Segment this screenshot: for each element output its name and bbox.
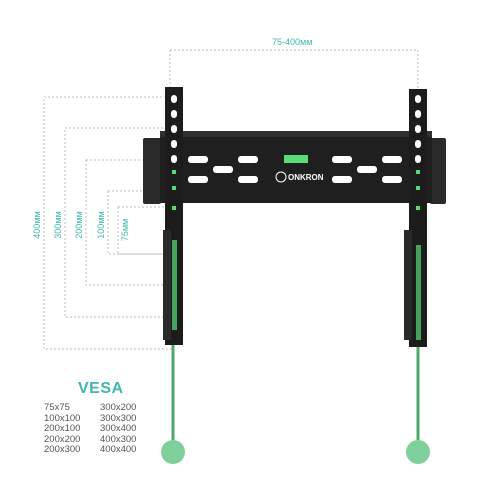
vesa-title: VESA xyxy=(78,380,124,397)
height-dimension-guides xyxy=(43,96,173,350)
width-range-label: 75-400мм xyxy=(272,37,312,47)
vesa-left-column: 75x75 100x100 200x100 200x200 200x300 xyxy=(44,402,81,456)
vesa-size: 75x75 xyxy=(44,402,70,413)
brand-logo-text: ONKRON xyxy=(288,173,324,182)
safety-cord-left xyxy=(161,330,185,464)
vesa-size: 300x200 xyxy=(100,402,137,413)
safety-cord-right xyxy=(406,340,430,464)
height-label-400: 400мм xyxy=(32,211,42,238)
height-label-300: 300мм xyxy=(53,211,63,238)
height-label-100: 100мм xyxy=(96,211,106,238)
spirit-level xyxy=(284,155,308,163)
vesa-right-column: 300x200 300x300 300x400 400x300 400x400 xyxy=(100,402,137,456)
wall-plate: ONKRON xyxy=(143,131,446,204)
vesa-size: 400x300 xyxy=(100,433,137,445)
left-bracket-arm xyxy=(163,87,183,345)
right-bracket-arm xyxy=(404,89,427,347)
height-label-75: 75мм xyxy=(120,219,130,241)
vesa-size: 100x100 xyxy=(44,412,81,424)
vesa-size: 400x400 xyxy=(100,444,137,455)
vesa-size: 300x400 xyxy=(100,423,137,434)
onkron-logo-icon xyxy=(275,171,287,183)
height-label-200: 200мм xyxy=(74,211,84,238)
vesa-size: 200x300 xyxy=(44,444,81,455)
vesa-size: 200x100 xyxy=(44,423,81,434)
vesa-size: 300x300 xyxy=(100,412,137,424)
width-dimension xyxy=(169,49,419,90)
vesa-size: 200x200 xyxy=(44,433,81,445)
height-guide-100 xyxy=(107,190,173,255)
